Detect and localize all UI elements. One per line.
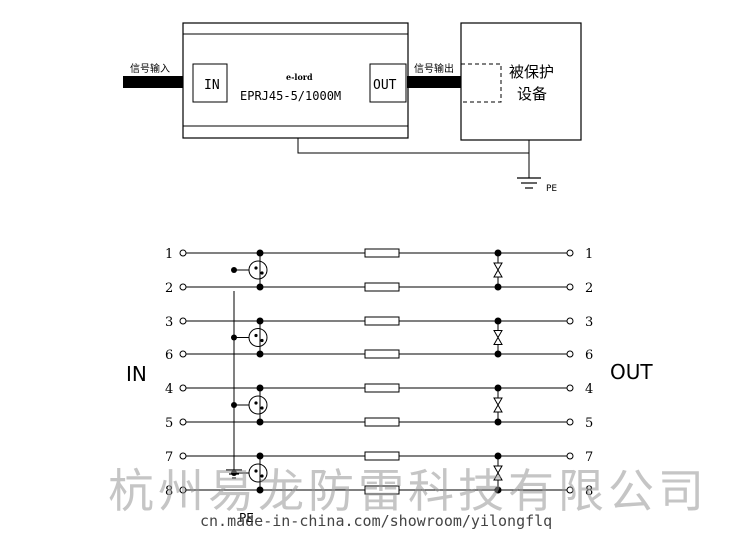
in-terminal: [179, 418, 187, 426]
in-terminal: [179, 452, 187, 460]
out-terminal: [566, 317, 574, 325]
signal-out-label: 信号输出: [414, 62, 454, 75]
out-terminal: [566, 452, 574, 460]
in-pin-label: 5: [165, 416, 173, 431]
ground-junction: [231, 402, 237, 408]
device-port-box: [460, 63, 502, 103]
model-label: EPRJ45-5/1000M: [240, 89, 341, 103]
in-pin-label: 8: [165, 484, 173, 499]
out-pin-label: 5: [585, 416, 593, 431]
out-terminal: [566, 384, 574, 392]
in-port-label: IN: [204, 78, 220, 93]
in-side-label: IN: [126, 362, 147, 386]
tvs-diode: [493, 262, 503, 272]
tvs-diode: [493, 465, 503, 475]
gdt-electrode: [254, 266, 258, 270]
ground-junction: [231, 334, 237, 341]
resistor: [364, 451, 400, 461]
out-terminal: [566, 249, 574, 257]
in-terminal: [179, 283, 187, 291]
in-pin-label: 1: [165, 247, 173, 262]
protected-device-label-2: 设备: [517, 85, 547, 103]
out-terminal: [566, 283, 574, 291]
gdt-electrode: [254, 401, 258, 405]
gas-discharge-tube: [248, 395, 268, 415]
tvs-diode: [493, 336, 503, 345]
in-pin-label: 2: [165, 281, 173, 296]
ground-wire-protector: [297, 138, 529, 154]
in-terminal: [179, 384, 187, 392]
gas-discharge-tube: [248, 328, 268, 347]
output-cable: [407, 76, 461, 88]
brand-label: e-lord: [286, 72, 313, 82]
out-pin-label: 1: [585, 247, 593, 262]
url-watermark: cn.made-in-china.com/showroom/yilongflq: [200, 512, 553, 530]
in-pin-label: 4: [165, 382, 173, 397]
in-terminal: [179, 249, 187, 257]
tvs-diode: [493, 330, 503, 339]
company-watermark: 杭州易龙防雷科技有限公司: [108, 464, 708, 518]
gdt-electrode: [260, 338, 264, 343]
block-diagram: 信号输入 IN OUT e-lord EPRJ45-5/1000M 信号输出 被…: [123, 22, 582, 194]
out-terminal: [566, 486, 574, 494]
in-port-box: [192, 63, 228, 103]
out-terminal: [566, 418, 574, 426]
resistor: [364, 282, 400, 292]
in-terminal: [179, 350, 187, 358]
out-terminal: [566, 350, 574, 358]
resistor: [364, 248, 400, 258]
gdt-electrode: [254, 469, 258, 473]
tvs-diode: [493, 471, 503, 481]
gdt-electrode: [260, 271, 264, 275]
out-side-label: OUT: [610, 360, 653, 384]
protected-device-label-1: 被保护: [509, 63, 554, 81]
out-pin-label: 6: [585, 348, 593, 363]
gas-discharge-tube: [248, 260, 268, 280]
ground-label: PE: [546, 184, 557, 194]
protected-device-box: [460, 22, 582, 141]
out-pin-label: 2: [585, 281, 593, 296]
out-pin-label: 8: [585, 484, 593, 499]
tvs-diode: [493, 268, 503, 278]
in-terminal: [179, 317, 187, 325]
gdt-electrode: [260, 406, 264, 410]
input-cable: [123, 76, 185, 88]
in-pin-label: 6: [165, 348, 173, 363]
out-pin-label: 4: [585, 382, 593, 397]
resistor: [364, 485, 400, 495]
gdt-electrode: [254, 333, 258, 338]
in-pin-label: 7: [165, 450, 173, 465]
in-pin-label: 3: [165, 315, 173, 330]
resistor: [364, 417, 400, 427]
schematic-ground-label: PE: [239, 511, 254, 525]
resistor: [364, 349, 400, 359]
out-pin-label: 7: [585, 450, 593, 465]
out-port-label: OUT: [373, 78, 397, 93]
signal-in-label: 信号输入: [130, 62, 170, 75]
in-terminal: [179, 486, 187, 494]
ground-junction: [231, 267, 237, 273]
tvs-diode: [493, 403, 503, 413]
line-schematic: IN OUT PE 1 1 2 2 3 3 6 6 4 4 5 5 7 7 8 8: [126, 247, 653, 525]
resistor: [364, 383, 400, 393]
out-port-box: [369, 63, 407, 103]
gdt-electrode: [260, 474, 264, 478]
ground-symbol: [517, 177, 541, 189]
resistor: [364, 316, 400, 326]
tvs-diode: [493, 397, 503, 407]
out-pin-label: 3: [585, 315, 593, 330]
